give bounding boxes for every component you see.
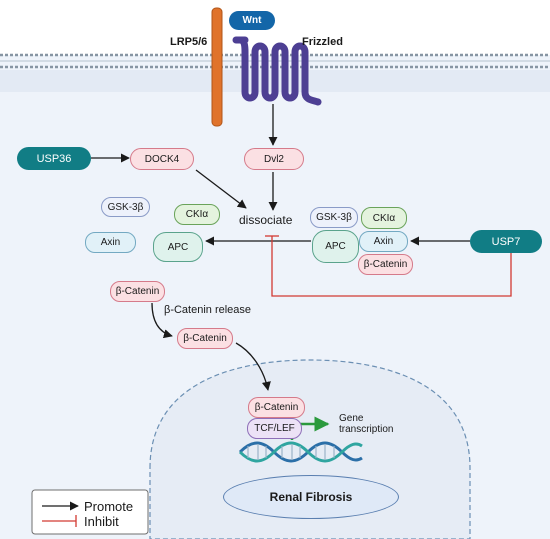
gene-transcription-label: Gene transcription bbox=[339, 413, 393, 435]
gsk3b-free: GSK-3β bbox=[101, 197, 150, 217]
bcatenin-2: β-Catenin bbox=[177, 328, 233, 349]
usp36-node: USP36 bbox=[17, 147, 91, 170]
wnt-label: Wnt bbox=[242, 15, 262, 26]
legend-promote-label: Promote bbox=[84, 499, 133, 514]
dock4-node: DOCK4 bbox=[130, 148, 194, 170]
bcatenin-release-label: β-Catenin release bbox=[164, 304, 252, 316]
arrow-release bbox=[151, 302, 173, 339]
ckia-free: CKIα bbox=[174, 204, 220, 225]
bcatenin-complex: β-Catenin bbox=[358, 254, 413, 275]
arrow-to-nucleus bbox=[235, 342, 271, 391]
lrp-label: LRP5/6 bbox=[170, 36, 208, 48]
bcatenin-1: β-Catenin bbox=[110, 281, 165, 302]
bcatenin-nuclear: β-Catenin bbox=[248, 397, 305, 418]
legend-inhibit-label: Inhibit bbox=[84, 514, 119, 529]
ckia-complex: CKIα bbox=[361, 207, 407, 229]
inhibit-usp7 bbox=[265, 235, 512, 297]
axin-free: Axin bbox=[85, 232, 136, 253]
frizzled-receptor bbox=[236, 36, 322, 106]
usp7-node: USP7 bbox=[470, 230, 542, 253]
wnt-ligand bbox=[229, 11, 275, 30]
renal-fibrosis-node: Renal Fibrosis bbox=[223, 475, 399, 519]
dvl2-node: Dvl2 bbox=[244, 148, 304, 170]
apc-complex: APC bbox=[312, 230, 359, 263]
gsk3b-complex: GSK-3β bbox=[310, 207, 358, 228]
apc-free: APC bbox=[153, 232, 203, 262]
gene-label-line2: transcription bbox=[339, 424, 394, 435]
axin-complex: Axin bbox=[359, 231, 408, 252]
arrow-dock4-dissociate bbox=[195, 169, 247, 209]
dna-helix bbox=[238, 441, 363, 463]
legend: Promote Inhibit bbox=[31, 489, 149, 535]
gene-label-line1: Gene bbox=[339, 413, 364, 424]
dissociate-label: dissociate bbox=[239, 213, 293, 227]
frizzled-label: Frizzled bbox=[302, 36, 343, 48]
lrp-receptor bbox=[211, 7, 223, 127]
tcf-lef-node: TCF/LEF bbox=[247, 418, 302, 439]
